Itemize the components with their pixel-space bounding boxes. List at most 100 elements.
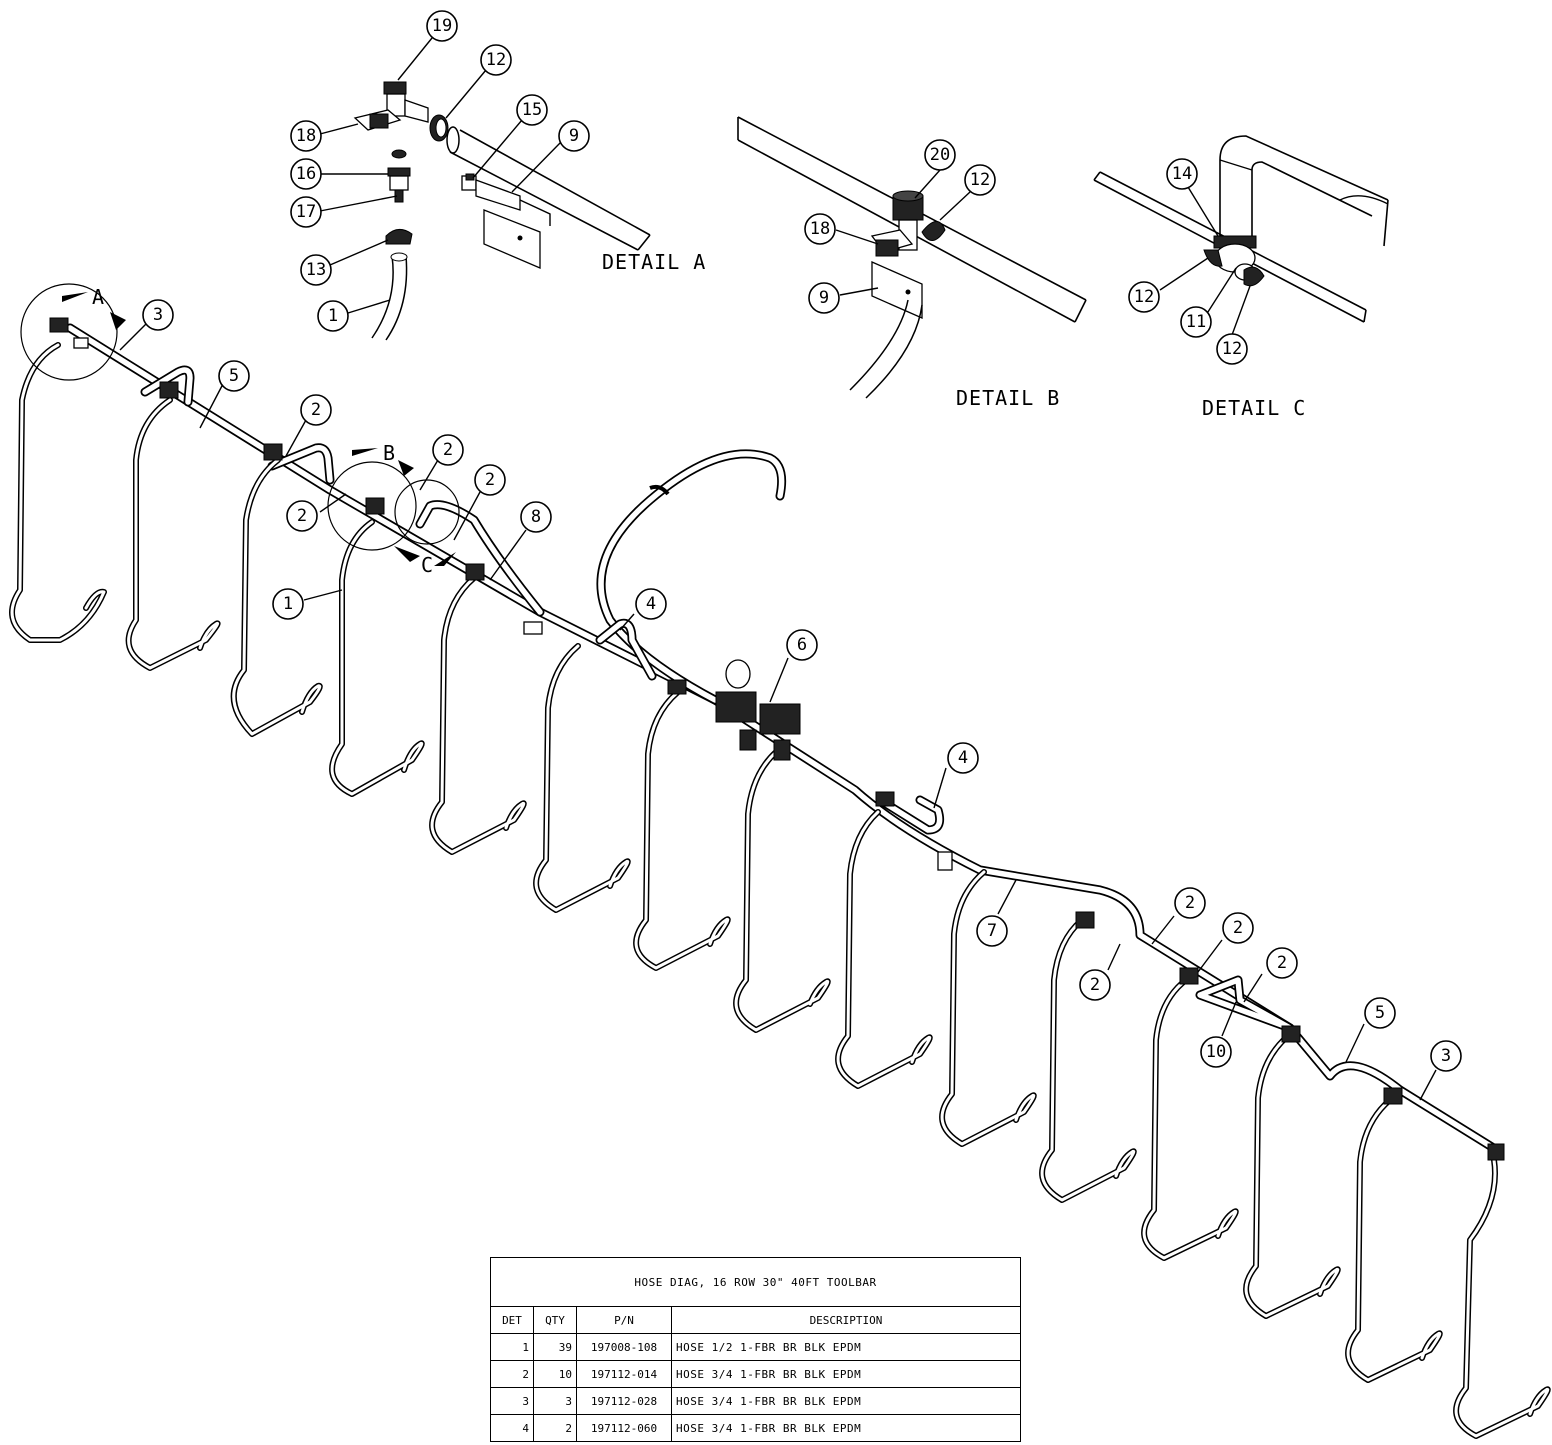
bom-qty: 39 <box>533 1333 577 1361</box>
bom-desc: HOSE 3/4 1-FBR BR BLK EPDM <box>671 1387 1021 1415</box>
section-marker-c: C <box>394 479 460 577</box>
svg-text:5: 5 <box>1375 1003 1385 1023</box>
balloon: 1 <box>317 300 349 332</box>
table-row: 3 3 197112-028 HOSE 3/4 1-FBR BR BLK EPD… <box>490 1387 1021 1415</box>
balloon: 3 <box>1430 1040 1462 1072</box>
balloon: 13 <box>300 254 332 286</box>
section-letter-c: C <box>421 553 433 577</box>
svg-text:10: 10 <box>1206 1042 1226 1062</box>
main-balloons: 3 5 2 2 2 2 8 1 4 6 4 7 2 2 2 2 10 5 3 <box>142 299 1462 1072</box>
svg-text:1: 1 <box>283 594 293 614</box>
row-hoses <box>9 342 1551 1439</box>
bom-det: 1 <box>490 1333 534 1361</box>
balloon: 19 <box>426 10 458 42</box>
svg-text:2: 2 <box>1233 918 1243 938</box>
detail-b-view <box>737 116 1087 399</box>
balloon: 4 <box>635 588 667 620</box>
balloon: 5 <box>1364 997 1396 1029</box>
balloon: 9 <box>808 282 840 314</box>
detail-a-label: DETAIL A <box>602 250 706 274</box>
detail-a-view <box>353 81 651 341</box>
bom-qty: 3 <box>533 1387 577 1415</box>
balloon: 2 <box>300 394 332 426</box>
detail-c-label: DETAIL C <box>1202 396 1306 420</box>
section-letter-a: A <box>92 285 104 309</box>
table-row: 2 10 197112-014 HOSE 3/4 1-FBR BR BLK EP… <box>490 1360 1021 1388</box>
svg-text:20: 20 <box>930 145 950 165</box>
svg-text:3: 3 <box>153 305 163 325</box>
balloon: 2 <box>474 464 506 496</box>
table-row: 1 39 197008-108 HOSE 1/2 1-FBR BR BLK EP… <box>490 1333 1021 1361</box>
bom-det: 2 <box>490 1360 534 1388</box>
svg-text:5: 5 <box>229 366 239 386</box>
bom-qty: 10 <box>533 1360 577 1388</box>
svg-text:3: 3 <box>1441 1046 1451 1066</box>
balloon: 5 <box>218 360 250 392</box>
balloon: 4 <box>947 742 979 774</box>
bom-pn: 197008-108 <box>576 1333 672 1361</box>
svg-text:4: 4 <box>646 594 656 614</box>
bom-pn: 197112-014 <box>576 1360 672 1388</box>
detail-b-balloons: 20 12 18 9 <box>804 139 996 314</box>
balloon: 1 <box>272 588 304 620</box>
balloon: 2 <box>1174 887 1206 919</box>
svg-text:18: 18 <box>296 126 316 146</box>
bom-title: HOSE DIAG, 16 ROW 30" 40FT TOOLBAR <box>490 1257 1021 1307</box>
balloon: 20 <box>924 139 956 171</box>
balloon: 6 <box>786 629 818 661</box>
svg-text:2: 2 <box>297 506 307 526</box>
table-row: 4 2 197112-060 HOSE 3/4 1-FBR BR BLK EPD… <box>490 1414 1021 1442</box>
bom-desc: HOSE 1/2 1-FBR BR BLK EPDM <box>671 1333 1021 1361</box>
bom-pn: 197112-028 <box>576 1387 672 1415</box>
detail-b-label: DETAIL B <box>956 386 1060 410</box>
svg-text:12: 12 <box>486 50 506 70</box>
balloon: 2 <box>286 500 318 532</box>
svg-text:17: 17 <box>296 202 316 222</box>
balloon: 7 <box>976 915 1008 947</box>
balloon: 2 <box>432 434 464 466</box>
svg-text:9: 9 <box>569 126 579 146</box>
svg-text:9: 9 <box>819 288 829 308</box>
svg-text:2: 2 <box>1090 975 1100 995</box>
bom-pn: 197112-060 <box>576 1414 672 1442</box>
balloon: 11 <box>1180 306 1212 338</box>
detail-a-leaders <box>319 37 562 314</box>
bom-header-pn: P/N <box>576 1306 672 1334</box>
detail-c-leaders <box>1159 186 1251 336</box>
balloon: 2 <box>1222 912 1254 944</box>
balloon: 16 <box>290 158 322 190</box>
svg-text:11: 11 <box>1186 312 1206 332</box>
bom-header-det: DET <box>490 1306 534 1334</box>
svg-text:2: 2 <box>311 400 321 420</box>
bom-qty: 2 <box>533 1414 577 1442</box>
balloon: 3 <box>142 299 174 331</box>
bom-det: 3 <box>490 1387 534 1415</box>
balloon: 15 <box>516 94 548 126</box>
bom-title-row: HOSE DIAG, 16 ROW 30" 40FT TOOLBAR <box>490 1257 1021 1307</box>
svg-text:1: 1 <box>328 306 338 326</box>
detail-b-leaders <box>835 169 971 296</box>
bom-desc: HOSE 3/4 1-FBR BR BLK EPDM <box>671 1360 1021 1388</box>
svg-text:4: 4 <box>958 748 968 768</box>
row-fittings <box>49 317 1505 1161</box>
bom-header-description: DESCRIPTION <box>671 1306 1021 1334</box>
bom-header-row: DET QTY P/N DESCRIPTION <box>490 1306 1021 1334</box>
balloon: 18 <box>290 120 322 152</box>
balloon: 2 <box>1079 969 1111 1001</box>
svg-text:12: 12 <box>970 170 990 190</box>
section-marker-b: B <box>327 441 417 551</box>
balloon: 9 <box>558 120 590 152</box>
bom-det: 4 <box>490 1414 534 1442</box>
detail-a-balloons: 19 12 18 15 9 16 17 13 1 <box>290 10 590 332</box>
balloon: 12 <box>480 44 512 76</box>
svg-text:2: 2 <box>1277 953 1287 973</box>
svg-text:19: 19 <box>432 16 452 36</box>
balloon: 12 <box>1128 281 1160 313</box>
main-toolbar-manifold <box>65 323 1505 1157</box>
svg-text:7: 7 <box>987 921 997 941</box>
bom-header-qty: QTY <box>533 1306 577 1334</box>
svg-text:2: 2 <box>443 440 453 460</box>
balloon: 8 <box>520 501 552 533</box>
bom-desc: HOSE 3/4 1-FBR BR BLK EPDM <box>671 1414 1021 1442</box>
